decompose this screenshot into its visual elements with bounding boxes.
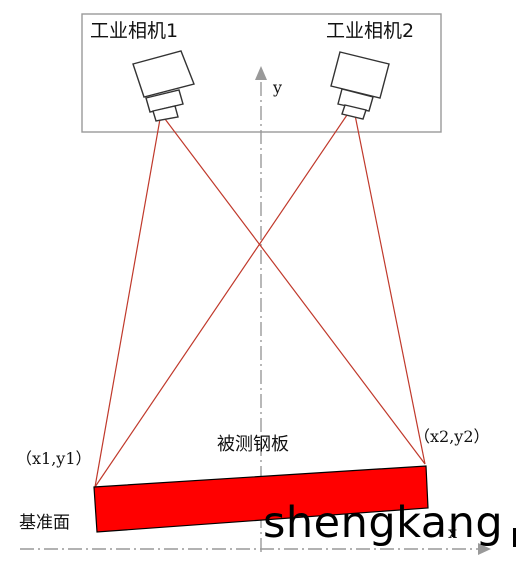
camera-1-label: 工业相机1 xyxy=(90,20,179,42)
y-axis-arrowhead xyxy=(255,66,267,80)
watermark-text: shengkang xyxy=(263,498,504,548)
camera-2-icon xyxy=(330,51,390,120)
reference-plane-label: 基准面 xyxy=(19,513,70,533)
steel-plate-label: 被测钢板 xyxy=(217,434,289,455)
camera-1-icon xyxy=(132,50,195,122)
x-axis-label: x xyxy=(448,523,458,542)
watermark-trailing-mark xyxy=(513,528,516,547)
point-2-label: （x2,y2） xyxy=(414,427,490,446)
camera-1-ray-right xyxy=(164,118,426,465)
steel-plate xyxy=(93,465,429,533)
point-1-label: （x1,y1） xyxy=(16,449,92,468)
camera-2-ray-right xyxy=(354,114,426,465)
y-axis-label: y xyxy=(273,78,283,97)
camera-1-ray-left xyxy=(94,118,161,488)
x-axis-arrowhead xyxy=(478,543,491,555)
camera-2-label: 工业相机2 xyxy=(326,20,415,42)
camera-2-ray-left xyxy=(94,114,348,488)
